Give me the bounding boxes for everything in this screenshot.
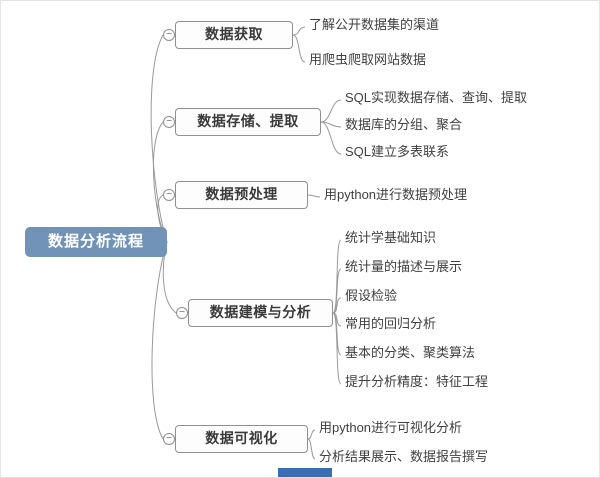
connector-path bbox=[307, 429, 316, 440]
leaf-topic[interactable]: 分析结果展示、数据报告撰写 bbox=[319, 449, 489, 464]
branch-data-acquisition[interactable]: 数据获取 bbox=[175, 21, 293, 49]
root-topic[interactable]: 数据分析流程 bbox=[25, 227, 167, 257]
leaf-topic[interactable]: 统计学基础知识 bbox=[345, 230, 437, 245]
leaf-topic[interactable]: 数据库的分组、聚合 bbox=[345, 117, 463, 132]
branch-data-modeling-analysis[interactable]: 数据建模与分析 bbox=[188, 299, 333, 327]
leaf-topic[interactable]: 用爬虫爬取网站数据 bbox=[309, 52, 427, 67]
connector-path bbox=[332, 239, 342, 314]
leaf-topic[interactable]: 用python进行可视化分析 bbox=[319, 420, 463, 435]
leaf-topic[interactable]: 常用的回归分析 bbox=[345, 316, 437, 331]
connector-path bbox=[150, 34, 168, 243]
collapse-toggle-data-modeling-analysis[interactable]: − bbox=[176, 307, 188, 319]
leaf-topic[interactable]: 假设检验 bbox=[345, 288, 398, 303]
leaf-topic[interactable]: 了解公开数据集的渠道 bbox=[309, 17, 440, 32]
branch-leaf-connectors bbox=[292, 26, 342, 460]
leaf-topic[interactable]: 用python进行数据预处理 bbox=[324, 187, 468, 202]
connector-path bbox=[292, 34, 306, 63]
branch-data-preprocessing[interactable]: 数据预处理 bbox=[175, 181, 308, 209]
connector-path bbox=[332, 312, 342, 385]
collapse-toggle-data-acquisition[interactable]: − bbox=[163, 29, 175, 41]
leaf-topic[interactable]: 基本的分类、聚类算法 bbox=[345, 345, 476, 360]
leaf-topic[interactable]: SQL建立多表联系 bbox=[345, 144, 450, 159]
leaf-topic[interactable]: 提升分析精度：特征工程 bbox=[345, 374, 489, 389]
connector-path bbox=[332, 297, 342, 314]
connector-path bbox=[151, 241, 168, 440]
connector-path bbox=[307, 194, 321, 198]
connector-path bbox=[320, 121, 342, 155]
collapse-toggle-data-storage-extraction[interactable]: − bbox=[163, 116, 175, 128]
connector-path bbox=[320, 99, 342, 123]
connector-path bbox=[292, 26, 306, 36]
branch-data-visualization[interactable]: 数据可视化 bbox=[175, 425, 308, 453]
leaf-topic[interactable]: SQL实现数据存储、查询、提取 bbox=[345, 90, 528, 105]
connector-path bbox=[332, 268, 342, 314]
connector-path bbox=[307, 438, 316, 460]
leaf-topic[interactable]: 统计量的描述与展示 bbox=[345, 259, 463, 274]
watermark-bar bbox=[278, 468, 332, 477]
branch-data-storage-extraction[interactable]: 数据存储、提取 bbox=[175, 108, 321, 136]
collapse-toggle-data-visualization[interactable]: − bbox=[163, 433, 175, 445]
collapse-toggle-data-preprocessing[interactable]: − bbox=[163, 189, 175, 201]
